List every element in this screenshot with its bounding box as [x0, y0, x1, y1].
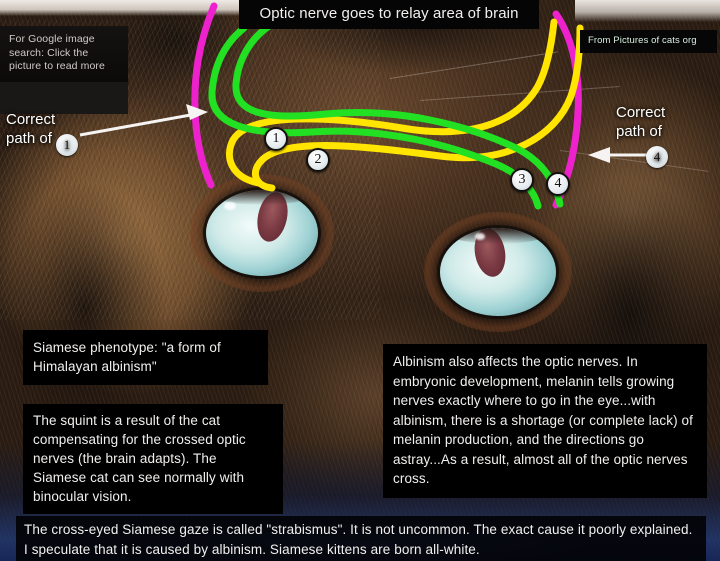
correct-path-right-line2: path of: [616, 123, 662, 140]
yellow-path-1: [226, 18, 558, 187]
eye-glint: [474, 233, 485, 241]
correct-path-label-right: Correct path of 4: [616, 103, 712, 168]
green-path-4: [232, 20, 564, 208]
phenotype-caption: Siamese phenotype: "a form of Himalayan …: [23, 330, 268, 385]
correct-path-left-line2: path of: [6, 130, 52, 147]
correct-path-right-number: 4: [646, 146, 668, 168]
albinism-explanation-caption: Albinism also affects the optic nerves. …: [383, 344, 707, 498]
correct-path-left-number: 1: [56, 134, 79, 156]
right-pointer-arrow: [588, 147, 652, 163]
eye-upper-lid: [206, 190, 318, 206]
correct-path-label-left: Correct path of 1: [6, 110, 96, 156]
path-badge-3[interactable]: 3: [510, 168, 534, 192]
yellow-path-2: [251, 24, 584, 192]
photo-top-highlight-right: [575, 0, 720, 22]
photo-top-highlight-left: [0, 0, 250, 16]
correct-path-right-line1: Correct: [616, 104, 666, 121]
path-badge-4[interactable]: 4: [546, 172, 570, 196]
cat-right-eye: [424, 212, 572, 332]
path-badge-1[interactable]: 1: [264, 127, 288, 151]
left-pointer-arrow: [79, 104, 208, 137]
google-search-hint: For Google image search: Click the pictu…: [0, 26, 128, 82]
source-attribution: From Pictures of cats org: [580, 30, 717, 53]
green-path-3: [208, 24, 542, 210]
cat-left-eye: [190, 174, 334, 292]
google-hint-backdrop: [0, 78, 128, 114]
squint-explanation-caption: The squint is a result of the cat compen…: [23, 404, 283, 514]
eye-globe: [206, 190, 318, 276]
eye-globe: [440, 228, 556, 316]
correct-path-left-line1: Correct: [6, 111, 56, 128]
strabismus-summary-caption: The cross-eyed Siamese gaze is called "s…: [16, 516, 706, 561]
eye-upper-lid: [440, 228, 556, 244]
optic-nerve-title: Optic nerve goes to relay area of brain: [239, 0, 539, 29]
path-badge-2[interactable]: 2: [306, 148, 330, 172]
eye-glint: [223, 202, 236, 211]
